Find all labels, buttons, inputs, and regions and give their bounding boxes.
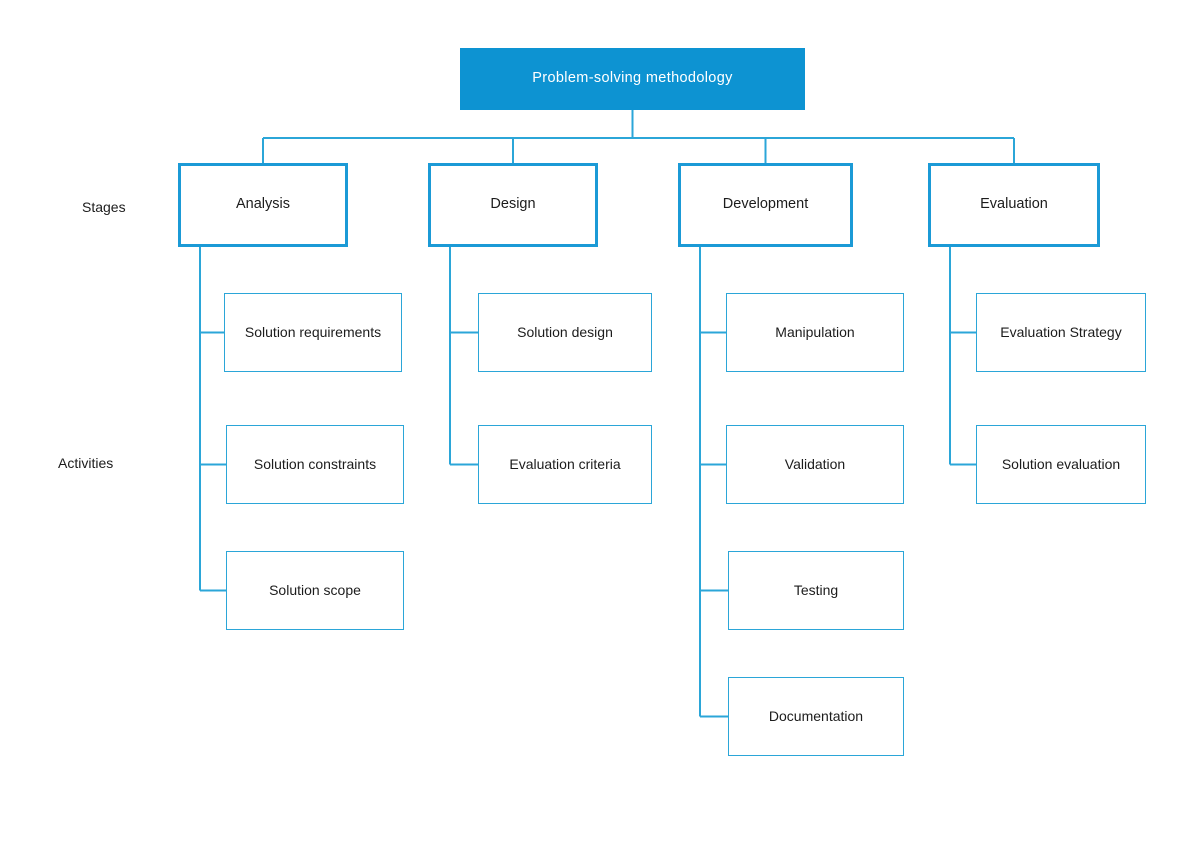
- activity-node-solution-constraints[interactable]: Solution constraints: [226, 425, 404, 504]
- stage-node-development[interactable]: Development: [678, 163, 853, 247]
- stage-node-evaluation[interactable]: Evaluation: [928, 163, 1100, 247]
- activity-node-solution-scope[interactable]: Solution scope: [226, 551, 404, 630]
- activity-node-solution-evaluation[interactable]: Solution evaluation: [976, 425, 1146, 504]
- row-label-activities: Activities: [58, 455, 114, 471]
- activity-node-solution-design[interactable]: Solution design: [478, 293, 652, 372]
- root-node-problem-solving-methodology[interactable]: Problem-solving methodology: [460, 48, 805, 110]
- activity-node-solution-requirements[interactable]: Solution requirements: [224, 293, 402, 372]
- activity-node-validation[interactable]: Validation: [726, 425, 904, 504]
- activity-node-evaluation-criteria[interactable]: Evaluation criteria: [478, 425, 652, 504]
- activity-node-testing[interactable]: Testing: [728, 551, 904, 630]
- row-label-stages: Stages: [82, 199, 126, 215]
- activity-node-evaluation-strategy[interactable]: Evaluation Strategy: [976, 293, 1146, 372]
- stage-node-design[interactable]: Design: [428, 163, 598, 247]
- activity-node-manipulation[interactable]: Manipulation: [726, 293, 904, 372]
- activity-node-documentation[interactable]: Documentation: [728, 677, 904, 756]
- stage-node-analysis[interactable]: Analysis: [178, 163, 348, 247]
